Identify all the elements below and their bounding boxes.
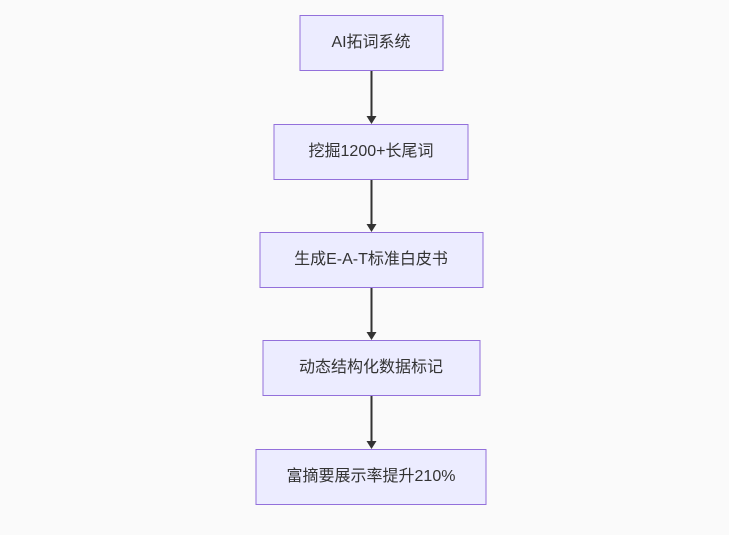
arrow-down-3	[366, 288, 376, 340]
arrow-line	[370, 180, 372, 225]
arrowhead-icon	[366, 441, 376, 449]
flowchart: AI拓词系统 挖掘1200+长尾词 生成E-A-T标准白皮书 动态结构化数据标记…	[255, 15, 487, 505]
flow-node-structured-data-markup: 动态结构化数据标记	[262, 340, 480, 396]
flow-node-eat-whitepaper: 生成E-A-T标准白皮书	[259, 232, 483, 288]
arrow-down-4	[366, 396, 376, 449]
arrowhead-icon	[366, 116, 376, 124]
arrowhead-icon	[366, 224, 376, 232]
arrow-down-1	[366, 71, 376, 124]
flow-node-longtail-keywords: 挖掘1200+长尾词	[273, 124, 469, 180]
arrow-down-2	[366, 180, 376, 232]
arrow-line	[370, 396, 372, 442]
arrow-line	[370, 288, 372, 333]
arrow-line	[370, 71, 372, 117]
flow-node-ai-word-system: AI拓词系统	[299, 15, 443, 71]
arrowhead-icon	[366, 332, 376, 340]
flow-node-rich-snippet-rate: 富摘要展示率提升210%	[255, 449, 487, 505]
